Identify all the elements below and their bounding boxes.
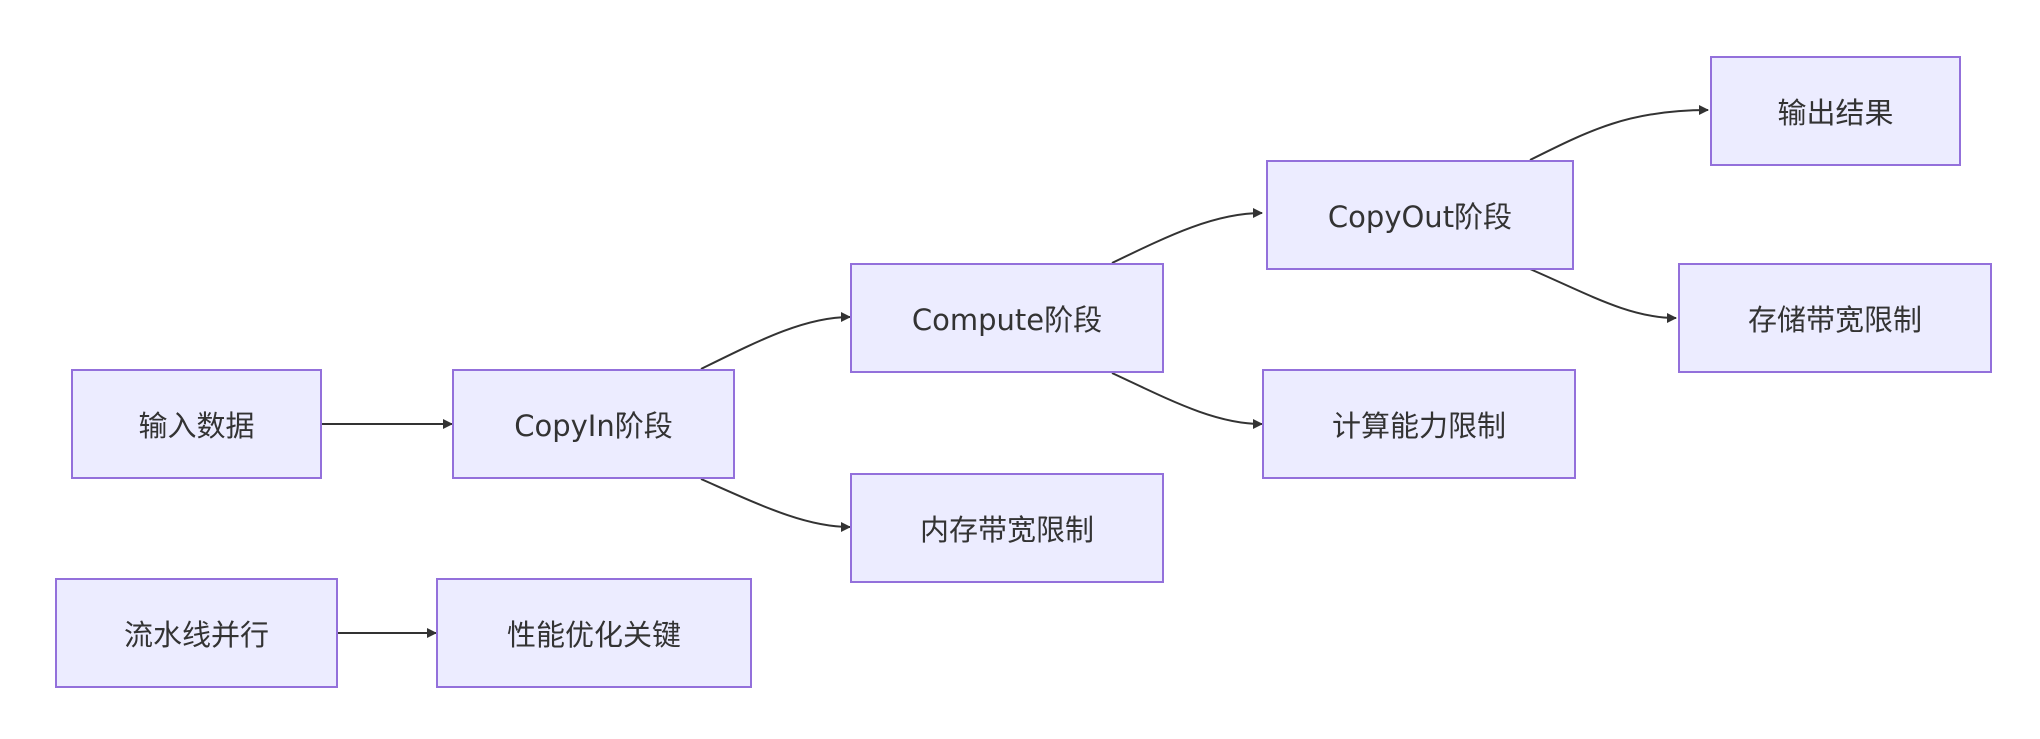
node-compute: Compute阶段 [850, 263, 1164, 373]
node-storage-bandwidth-limit: 存储带宽限制 [1678, 263, 1992, 373]
node-label: CopyOut阶段 [1327, 200, 1513, 234]
node-label: Compute阶段 [911, 303, 1103, 337]
node-compute-limit: 计算能力限制 [1262, 369, 1576, 479]
node-label: 存储带宽限制 [1747, 303, 1922, 337]
node-label: 输出结果 [1777, 96, 1894, 130]
node-copyin: CopyIn阶段 [452, 369, 735, 479]
node-label: CopyIn阶段 [514, 409, 673, 443]
edge-copyout-to-storage-limit [1529, 268, 1677, 323]
node-pipeline-parallel: 流水线并行 [55, 578, 338, 688]
node-label: 流水线并行 [123, 618, 269, 652]
node-memory-bandwidth-limit: 内存带宽限制 [850, 473, 1164, 583]
node-output-result: 输出结果 [1710, 56, 1961, 166]
node-label: 性能优化关键 [506, 618, 681, 652]
node-label: 计算能力限制 [1331, 409, 1506, 443]
node-copyout: CopyOut阶段 [1266, 160, 1574, 270]
node-label: 内存带宽限制 [919, 513, 1094, 547]
node-input-data: 输入数据 [71, 369, 322, 479]
edge-compute-to-compute-limit [1111, 372, 1263, 429]
edge-copyin-to-memory-limit [700, 478, 851, 532]
edge-compute-to-copyout [1111, 208, 1263, 264]
edge-copyout-to-output [1529, 105, 1709, 161]
edge-copyin-to-compute [700, 312, 851, 370]
node-label: 输入数据 [138, 409, 255, 443]
node-performance-key: 性能优化关键 [436, 578, 752, 688]
